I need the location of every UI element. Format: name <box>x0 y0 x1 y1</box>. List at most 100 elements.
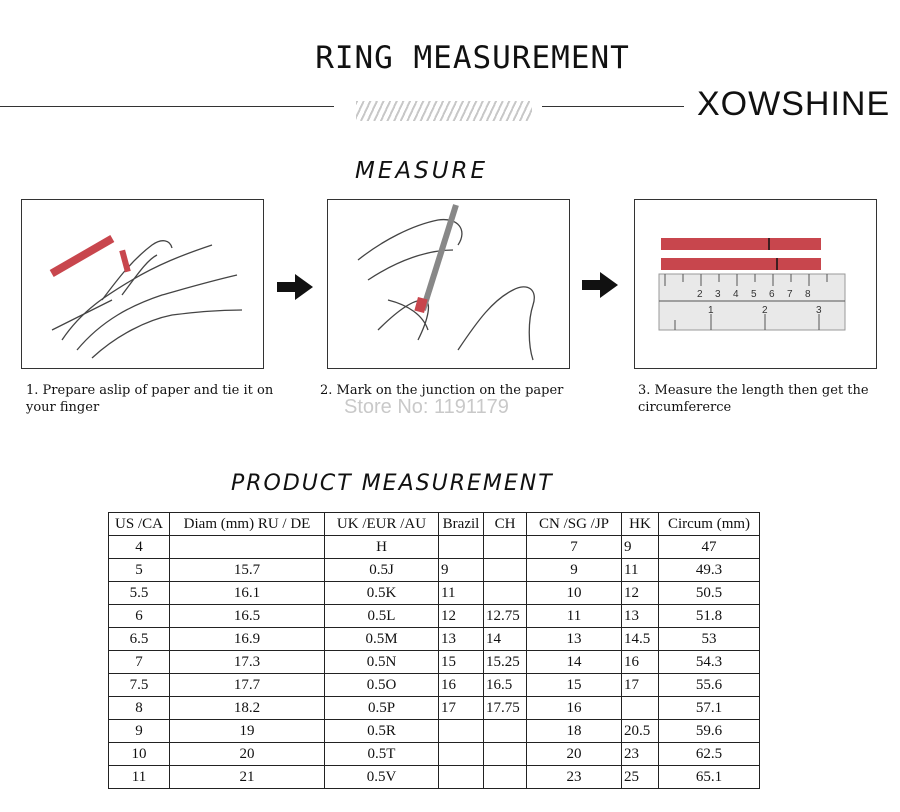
header-hatch-decoration <box>356 101 532 121</box>
table-cell <box>438 742 484 766</box>
step-2-illustration <box>327 199 570 369</box>
table-cell <box>621 696 659 720</box>
step-2-caption: 2. Mark on the junction on the paper <box>320 383 564 398</box>
arrow-right-icon <box>582 272 618 298</box>
table-cell: 15 <box>438 650 484 674</box>
column-header: CN /SG /JP <box>526 512 622 536</box>
table-cell: 17.3 <box>169 650 325 674</box>
table-cell: 15 <box>526 673 622 697</box>
table-cell: 0.5N <box>324 650 439 674</box>
table-cell: 0.5M <box>324 627 439 651</box>
table-cell: 20 <box>526 742 622 766</box>
table-cell: 18 <box>526 719 622 743</box>
table-cell <box>483 719 527 743</box>
table-cell: 17.7 <box>169 673 325 697</box>
hand-with-paper-icon <box>49 235 243 359</box>
table-cell: 12.75 <box>483 604 527 628</box>
table-cell: 0.5P <box>324 696 439 720</box>
table-cell: 57.1 <box>658 696 760 720</box>
table-cell: 10 <box>526 581 622 605</box>
table-cell: 7 <box>108 650 170 674</box>
column-header: HK <box>621 512 659 536</box>
table-cell: 25 <box>621 765 659 789</box>
table-cell <box>438 535 484 559</box>
table-cell: 9 <box>621 535 659 559</box>
table-cell: 23 <box>621 742 659 766</box>
store-watermark: Store No: 1191179 <box>344 396 509 418</box>
table-cell: 10 <box>108 742 170 766</box>
table-cell: 0.5V <box>324 765 439 789</box>
table-cell: 17.75 <box>483 696 527 720</box>
table-cell: 0.5L <box>324 604 439 628</box>
table-cell: 6.5 <box>108 627 170 651</box>
table-cell: 9 <box>108 719 170 743</box>
table-cell: 16 <box>621 650 659 674</box>
table-cell: 62.5 <box>658 742 760 766</box>
column-header: Brazil <box>438 512 484 536</box>
table-cell: 15.7 <box>169 558 325 582</box>
table-cell: 11 <box>621 558 659 582</box>
table-cell: 17 <box>621 673 659 697</box>
table-cell: 9 <box>438 558 484 582</box>
ruler-label: 3 <box>715 289 721 300</box>
column-header: US /CA <box>108 512 170 536</box>
table-cell: 14.5 <box>621 627 659 651</box>
product-measurement-heading: PRODUCT MEASUREMENT <box>231 471 554 496</box>
ruler-label: 7 <box>787 289 793 300</box>
table-cell: 0.5O <box>324 673 439 697</box>
table-cell: 18.2 <box>169 696 325 720</box>
table-cell: 16.5 <box>169 604 325 628</box>
column-header: CH <box>483 512 527 536</box>
table-cell: 20 <box>169 742 325 766</box>
table-cell: 16.9 <box>169 627 325 651</box>
table-cell: 11 <box>438 581 484 605</box>
ruler-label: 6 <box>769 289 775 300</box>
table-cell: 12 <box>621 581 659 605</box>
hand-marking-pen-icon <box>357 204 535 361</box>
step-1-illustration <box>21 199 264 369</box>
measure-heading: MEASURE <box>355 158 489 184</box>
table-cell: 0.5T <box>324 742 439 766</box>
ruler-label: 4 <box>733 289 739 300</box>
table-cell: 47 <box>658 535 760 559</box>
table-cell: 13 <box>438 627 484 651</box>
table-cell: 8 <box>108 696 170 720</box>
ruler-label: 3 <box>816 305 822 316</box>
table-cell: 49.3 <box>658 558 760 582</box>
table-cell: 7.5 <box>108 673 170 697</box>
column-header: UK /EUR /AU <box>324 512 439 536</box>
table-cell: 65.1 <box>658 765 760 789</box>
header-rule-left <box>0 106 334 107</box>
table-cell <box>483 742 527 766</box>
ruler-label: 2 <box>762 305 768 316</box>
table-cell: 5.5 <box>108 581 170 605</box>
table-cell: 59.6 <box>658 719 760 743</box>
table-cell: 14 <box>526 650 622 674</box>
table-cell: 53 <box>658 627 760 651</box>
table-cell: 17 <box>438 696 484 720</box>
table-cell: 50.5 <box>658 581 760 605</box>
table-cell <box>483 765 527 789</box>
table-cell: 55.6 <box>658 673 760 697</box>
table-cell: 0.5J <box>324 558 439 582</box>
table-cell: 7 <box>526 535 622 559</box>
table-cell: 13 <box>526 627 622 651</box>
ruler-label: 1 <box>708 305 714 316</box>
table-cell: 12 <box>438 604 484 628</box>
table-cell: 15.25 <box>483 650 527 674</box>
table-cell: 20.5 <box>621 719 659 743</box>
table-cell: 54.3 <box>658 650 760 674</box>
table-cell: 13 <box>621 604 659 628</box>
table-cell: 5 <box>108 558 170 582</box>
table-cell <box>169 535 325 559</box>
table-cell: 16 <box>526 696 622 720</box>
table-cell: 16 <box>438 673 484 697</box>
